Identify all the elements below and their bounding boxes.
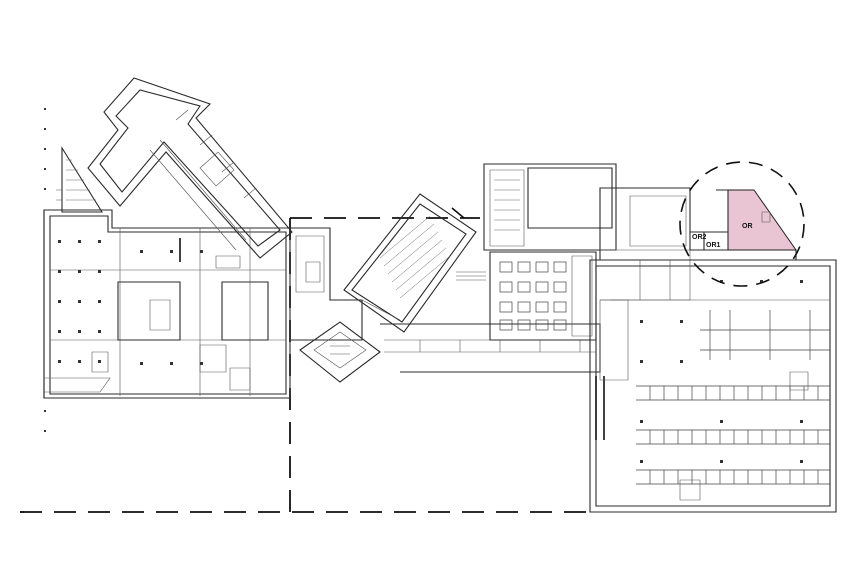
northeast-wing [343, 193, 486, 333]
east-parking-garage [589, 259, 837, 513]
left-wing [43, 209, 291, 399]
highlight-circle [679, 161, 805, 287]
northwest-wing [87, 77, 293, 269]
or-zone-highlight [690, 189, 797, 251]
left-entry-wedge [56, 146, 103, 213]
zone-label-or: OR [742, 223, 753, 230]
central-link [290, 227, 381, 383]
zone-label-or2: OR2 [692, 234, 707, 241]
structural-columns [44, 108, 803, 463]
zone-label-or1: OR1 [706, 242, 721, 249]
